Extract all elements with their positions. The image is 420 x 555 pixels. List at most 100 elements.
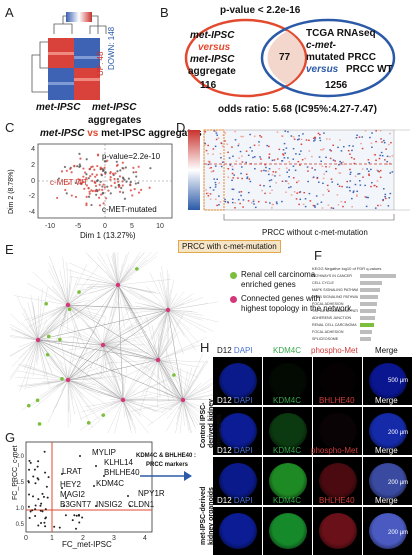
organoid-blob (269, 513, 307, 549)
pca-point (135, 171, 137, 173)
heatmap-d-cell (375, 141, 377, 142)
scatter-point (44, 517, 46, 519)
network-edge (118, 266, 134, 285)
heatmap-d-cell (355, 184, 357, 185)
network-edge (10, 327, 38, 340)
pca-point (64, 189, 66, 191)
heatmap-d-cell (356, 135, 358, 136)
heatmap-d-cell (268, 170, 270, 171)
heatmap-d-cell (359, 180, 361, 181)
heatmap-d-cell (368, 159, 370, 160)
heatmap-d-cell (333, 159, 335, 160)
heatmap-d-cell (307, 170, 309, 171)
heatmap-d-cell (297, 161, 299, 162)
heatmap-d-cell (220, 157, 222, 158)
heatmap-d-cell (272, 204, 274, 205)
heatmap-d-cell (349, 187, 351, 188)
scatter-point (31, 509, 33, 511)
heatmap-d-cell (269, 153, 271, 154)
network-edge (168, 292, 184, 310)
scatter-point (53, 526, 55, 528)
heatmap-d-cell (241, 155, 243, 156)
pca-point (92, 190, 94, 192)
scatter-point (45, 508, 47, 510)
pca-point (88, 196, 90, 198)
network-edge (14, 296, 68, 305)
heatmap-d-cell (294, 191, 296, 192)
kegg-row-bar (360, 316, 375, 320)
pca-point (122, 177, 124, 179)
heatmap-d-cell (274, 175, 276, 176)
heatmap-d-cell (303, 204, 305, 205)
heatmap-d-cell (275, 171, 277, 172)
heatmap-d-cell (330, 158, 332, 159)
heatmap-d-cell (247, 176, 249, 177)
network-edge (148, 310, 168, 342)
network-hub-node (36, 338, 40, 342)
heatmap-d-cell (380, 138, 382, 139)
kegg-title: KEGG Negative log10 of FDR q-values (312, 266, 381, 271)
heatmap-d-cell (326, 138, 328, 139)
heatmap-d-cell (325, 166, 327, 167)
network-edge (75, 284, 118, 285)
heatmap-d-cell (263, 185, 265, 186)
scatter-point (93, 485, 95, 487)
heatmap-d-cell (268, 156, 270, 157)
venn-right-line3: mutated PRCC (306, 52, 376, 63)
heatmap-d-cell (360, 143, 362, 144)
heatmap-d-cell (229, 164, 231, 165)
heatmap-d-cell (298, 204, 300, 205)
network-edge (183, 378, 212, 400)
venn-left-line3: met-IPSC (190, 54, 234, 65)
heatmap-d-cell (216, 205, 218, 206)
scatter-point (34, 469, 36, 471)
micrograph-tile (313, 507, 362, 555)
heatmap-d-cell (278, 168, 280, 169)
pca-point (130, 181, 132, 183)
heatmap-d-cell (272, 174, 274, 175)
heatmap-d-cell (282, 181, 284, 182)
heatmap-d-cell (241, 191, 243, 192)
heatmap-d-cell (259, 135, 261, 136)
heatmap-d-cell (343, 161, 345, 162)
heatmap-d-cell (341, 162, 343, 163)
pca-point (120, 187, 122, 189)
heatmap-d-cell (355, 176, 357, 177)
heatmap-d-cell (238, 199, 240, 200)
pca-point (71, 171, 73, 173)
scatter-point (76, 515, 78, 517)
kegg-row: SPLICEOSOME (312, 336, 412, 343)
network-hub-node (116, 283, 120, 287)
venn-right-line2: c-met- (306, 40, 336, 51)
pca-point (125, 166, 127, 168)
pca-point (124, 198, 126, 200)
scatter-point (59, 527, 61, 529)
heatmap-d-cell (265, 202, 267, 203)
pca-point (64, 166, 66, 168)
heatmap-d-cell (319, 134, 321, 135)
heatmap-legend-down: DOWN: 148 (107, 27, 116, 70)
heatmap-d-cell (251, 202, 253, 203)
heatmap-d-cell (383, 188, 385, 189)
heatmap-d-cell (299, 192, 301, 193)
scatter-ytick: 1.0 (16, 506, 25, 512)
heatmap-d-cell (243, 199, 245, 200)
network-edge (68, 380, 82, 420)
kegg-row-bar (360, 288, 380, 292)
pca-point (149, 187, 151, 189)
network-edge (103, 318, 105, 345)
network-edge (158, 360, 174, 400)
heatmap-d-cell (303, 192, 305, 193)
heatmap-d-cell (234, 207, 236, 208)
heatmap-d-cell (317, 178, 319, 179)
network-hub-node (66, 303, 70, 307)
heatmap-d-cell (306, 139, 308, 140)
heatmap-d-cell (296, 198, 298, 199)
kegg-row-bar (360, 309, 376, 313)
network-edge (28, 380, 68, 408)
venn-left-count: 116 (200, 80, 216, 91)
pca-point (132, 171, 134, 173)
heatmap-d-cell (215, 186, 217, 187)
pca-point (83, 188, 85, 190)
heatmap-d-cell (206, 150, 208, 151)
